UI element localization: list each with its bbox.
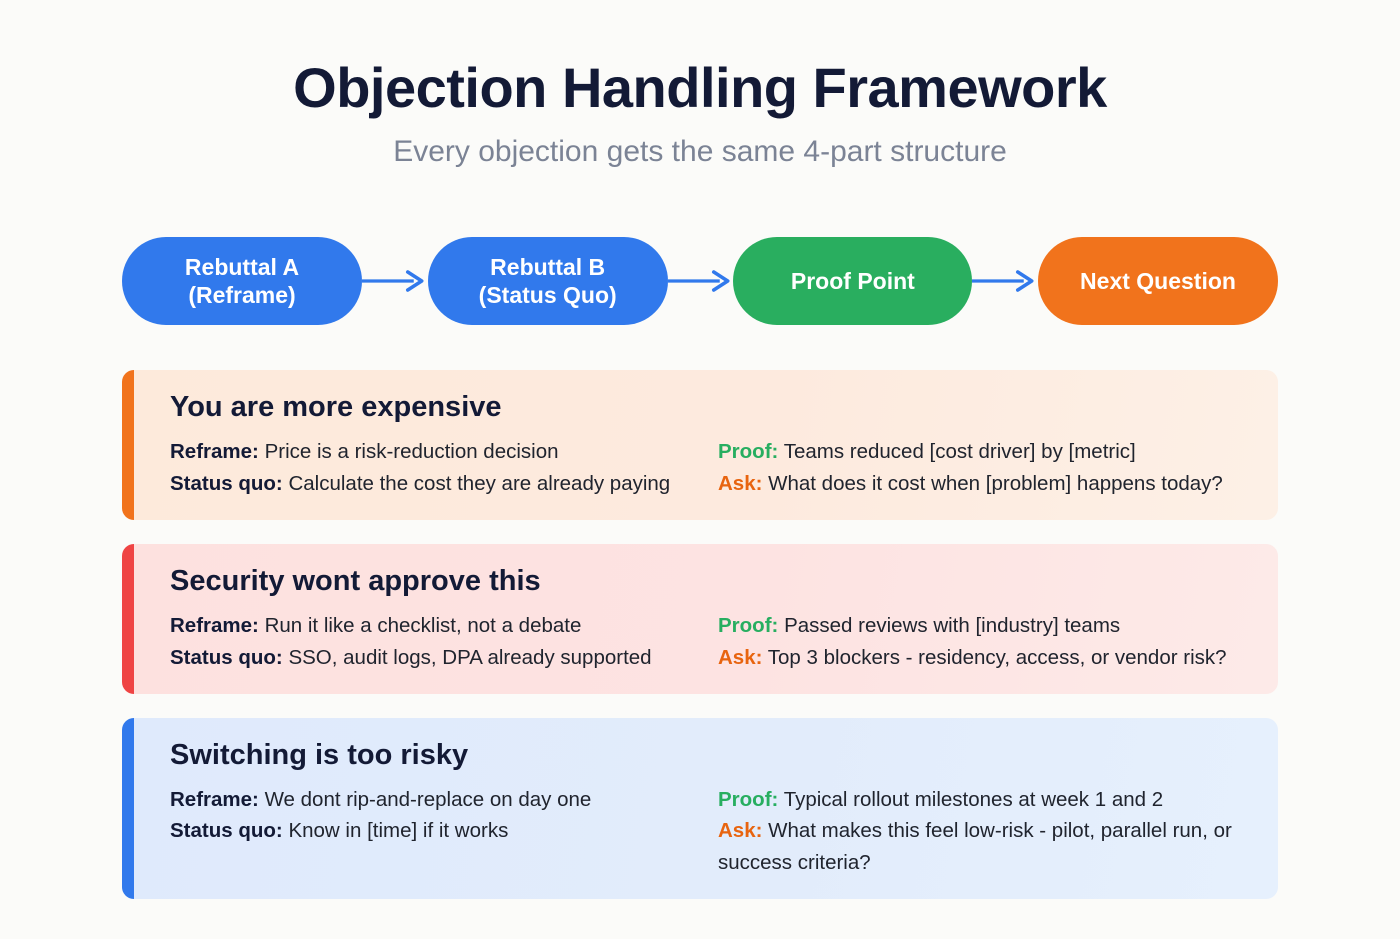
card-accent-bar — [122, 370, 134, 520]
flow-step-line2: (Reframe) — [188, 282, 296, 308]
page-header: Objection Handling Framework Every objec… — [0, 0, 1400, 170]
card-title: Security wont approve this — [170, 564, 541, 597]
card-status-quo-line: Status quo: Know in [time] if it works — [170, 815, 718, 847]
ask-label: Ask: — [718, 819, 763, 843]
card-status-quo-line: Status quo: SSO, audit logs, DPA already… — [170, 642, 718, 674]
flow-step-line1: Rebuttal B — [490, 253, 606, 280]
card-reframe-line: Reframe: Price is a risk-reduction decis… — [170, 436, 718, 468]
card-ask-line: Ask: Top 3 blockers - residency, access,… — [718, 642, 1252, 674]
card-column-left: Reframe: We dont rip-and-replace on day … — [170, 784, 718, 848]
card-column-left: Reframe: Run it like a checklist, not a … — [170, 610, 718, 674]
proof-value: Teams reduced [cost driver] by [metric] — [783, 440, 1136, 464]
card-columns: Reframe: Run it like a checklist, not a … — [170, 610, 1252, 674]
flow-step-line1: Rebuttal A — [184, 253, 300, 280]
flow-step-label: Proof Point — [790, 267, 915, 294]
flow-step-rebuttal-a[interactable]: Rebuttal A (Reframe) — [122, 237, 362, 325]
card-proof-line: Proof: Passed reviews with [industry] te… — [718, 610, 1252, 642]
card-status-quo-line: Status quo: Calculate the cost they are … — [170, 468, 718, 500]
card-accent-bar — [122, 543, 134, 694]
objection-card[interactable]: Switching is too risky Reframe: We dont … — [122, 717, 1278, 900]
card-title: Switching is too risky — [170, 738, 469, 771]
arrow-right-icon — [362, 268, 428, 294]
flow-step-rebuttal-b[interactable]: Rebuttal B (Status Quo) — [427, 237, 668, 325]
status-quo-label: Status quo: — [170, 819, 283, 843]
proof-label: Proof: — [718, 440, 779, 464]
flow-step-label: Rebuttal B (Status Quo) — [479, 253, 617, 309]
ask-value: What makes this feel low-risk - pilot, p… — [718, 819, 1232, 875]
card-proof-line: Proof: Teams reduced [cost driver] by [m… — [718, 436, 1252, 468]
card-columns: Reframe: Price is a risk-reduction decis… — [170, 436, 1252, 500]
ask-label: Ask: — [718, 471, 763, 495]
objection-card[interactable]: You are more expensive Reframe: Price is… — [122, 370, 1278, 520]
proof-label: Proof: — [718, 787, 779, 811]
proof-value: Typical rollout milestones at week 1 and… — [783, 787, 1164, 811]
card-reframe-line: Reframe: We dont rip-and-replace on day … — [170, 784, 718, 816]
status-quo-label: Status quo: — [170, 471, 283, 495]
card-title: You are more expensive — [170, 391, 502, 423]
objection-card[interactable]: Security wont approve this Reframe: Run … — [122, 543, 1278, 694]
arrow-right-icon — [972, 268, 1038, 294]
reframe-value: We dont rip-and-replace on day one — [264, 787, 592, 811]
page-subtitle: Every objection gets the same 4-part str… — [393, 135, 1007, 169]
card-columns: Reframe: We dont rip-and-replace on day … — [170, 784, 1252, 879]
card-column-right: Proof: Typical rollout milestones at wee… — [718, 784, 1252, 879]
reframe-label: Reframe: — [170, 440, 259, 464]
page-title: Objection Handling Framework — [293, 56, 1107, 119]
reframe-label: Reframe: — [170, 787, 259, 811]
ask-value: Top 3 blockers - residency, access, or v… — [767, 645, 1227, 669]
reframe-label: Reframe: — [170, 613, 259, 637]
objection-card-list: You are more expensive Reframe: Price is… — [122, 370, 1278, 923]
proof-value: Passed reviews with [industry] teams — [784, 613, 1121, 637]
flow-diagram: Rebuttal A (Reframe) Rebuttal B (Status … — [122, 237, 1279, 325]
flow-step-proof-point[interactable]: Proof Point — [733, 237, 973, 325]
status-quo-value: Know in [time] if it works — [288, 819, 509, 843]
ask-value: What does it cost when [problem] happens… — [768, 471, 1223, 495]
ask-label: Ask: — [718, 645, 763, 669]
flow-step-line2: (Status Quo) — [478, 282, 617, 308]
card-proof-line: Proof: Typical rollout milestones at wee… — [718, 784, 1252, 816]
card-column-left: Reframe: Price is a risk-reduction decis… — [170, 436, 718, 500]
card-column-right: Proof: Teams reduced [cost driver] by [m… — [718, 436, 1252, 500]
flow-step-next-question[interactable]: Next Question — [1038, 237, 1279, 325]
card-ask-line: Ask: What makes this feel low-risk - pil… — [718, 815, 1252, 879]
status-quo-value: Calculate the cost they are already payi… — [288, 471, 671, 495]
card-accent-bar — [122, 717, 134, 900]
arrow-right-icon — [667, 268, 734, 294]
flow-step-label: Next Question — [1080, 267, 1236, 294]
proof-label: Proof: — [718, 613, 779, 637]
card-ask-line: Ask: What does it cost when [problem] ha… — [718, 468, 1252, 500]
reframe-value: Price is a risk-reduction decision — [264, 440, 559, 464]
card-reframe-line: Reframe: Run it like a checklist, not a … — [170, 610, 718, 642]
card-column-right: Proof: Passed reviews with [industry] te… — [718, 610, 1252, 674]
status-quo-value: SSO, audit logs, DPA already supported — [288, 645, 652, 669]
flow-step-label: Rebuttal A (Reframe) — [185, 253, 299, 309]
reframe-value: Run it like a checklist, not a debate — [264, 613, 582, 637]
status-quo-label: Status quo: — [170, 645, 283, 669]
